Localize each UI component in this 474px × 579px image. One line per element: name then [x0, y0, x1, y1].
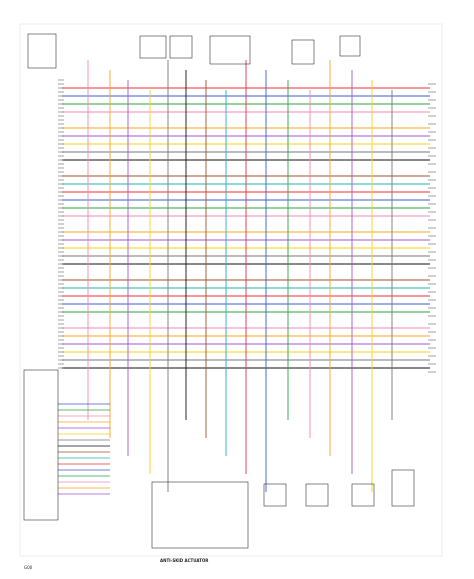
sensor-box: [391, 469, 415, 507]
component-box: [291, 39, 315, 65]
control-module-box: [23, 369, 59, 521]
actuator-box: [151, 481, 249, 549]
sensor-box: [305, 483, 329, 507]
diagram-border: [19, 23, 443, 557]
sensor-box: [263, 483, 287, 507]
switch-box: [339, 35, 361, 57]
actuator-label: ANTI-SKID ACTUATOR: [160, 558, 209, 563]
wire-group: [58, 60, 436, 495]
sensor-box: [351, 483, 375, 507]
component-box: [169, 35, 193, 59]
bottom-right-note: [380, 508, 381, 512]
diagram-code: G00: [24, 565, 33, 570]
legend-box: [27, 33, 57, 69]
component-box: [139, 35, 167, 59]
component-group: [23, 33, 415, 549]
relay-box: [209, 35, 251, 65]
